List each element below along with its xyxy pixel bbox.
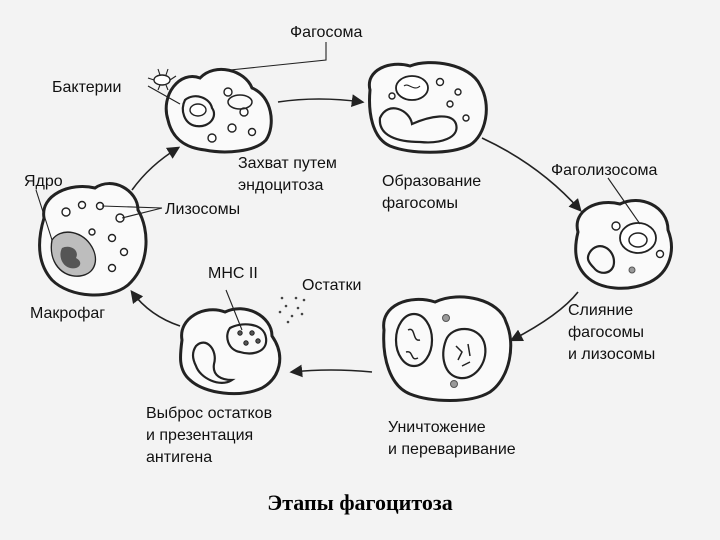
label-lysosomes: Лизосомы [165, 201, 240, 218]
label-formation-1: Образование [382, 173, 481, 190]
label-destruction-1: Уничтожение [388, 419, 486, 436]
digestion-vacuole [442, 327, 487, 380]
bacterium [147, 68, 177, 91]
label-bacteria: Бактерии [52, 79, 121, 96]
label-destruction-2: и переваривание [388, 441, 516, 458]
formation-cell [367, 61, 488, 154]
release-cell [178, 296, 306, 395]
macrophage-cell [38, 182, 148, 297]
arrow-macrophage-to-capture [131, 146, 181, 191]
label-remnants: Остатки [302, 277, 361, 294]
phagolysosome [619, 222, 657, 254]
destruction-cell [382, 295, 513, 402]
cycle-arrows [130, 94, 582, 378]
label-phagosome: Фагосома [290, 24, 363, 41]
label-phagolysosome: Фаголизосома [551, 162, 658, 179]
label-mhc: MHC II [208, 265, 258, 282]
label-release-2: и презентация [146, 427, 253, 444]
label-fusion-1: Слияние [568, 302, 633, 319]
mhc-vesicle [226, 323, 268, 355]
arrow-formation-to-fusion [481, 137, 582, 212]
arrow-destruction-to-release [289, 364, 373, 378]
fusion-cell [574, 198, 673, 290]
label-fusion-3: и лизосомы [568, 346, 655, 363]
released-particles [278, 296, 306, 324]
label-macrophage: Макрофаг [30, 305, 105, 322]
capture-cell [147, 67, 273, 154]
phagosome [395, 75, 429, 101]
label-formation-2: фагосомы [382, 195, 458, 212]
label-capture-2: эндоцитоза [238, 177, 324, 194]
label-nucleus: Ядро [24, 173, 63, 190]
label-capture-1: Захват путем [238, 155, 337, 172]
label-release-3: антигена [146, 449, 212, 466]
arrow-capture-to-formation [277, 94, 365, 107]
arrow-release-to-macrophage [130, 289, 181, 327]
diagram-caption: Этапы фагоцитоза [267, 490, 453, 515]
pointer-lines [35, 42, 641, 331]
arrow-fusion-to-destruction [509, 291, 579, 342]
label-release-1: Выброс остатков [146, 405, 272, 422]
labels: Фагосома Бактерии Ядро Лизосомы Макрофаг… [24, 24, 658, 466]
label-fusion-2: фагосомы [568, 324, 644, 341]
